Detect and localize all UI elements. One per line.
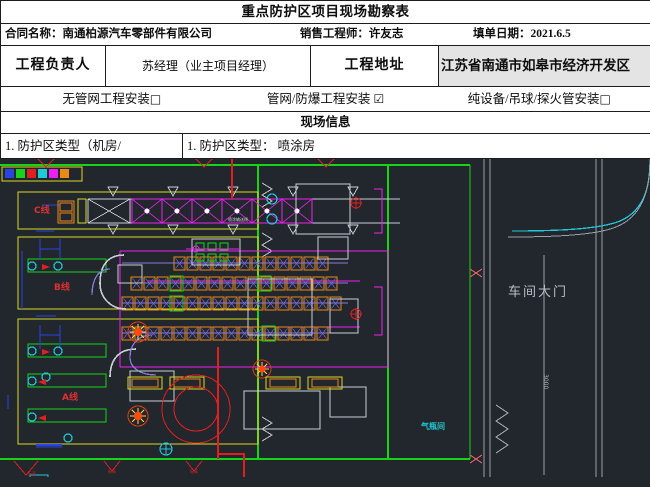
table-row-section-header: 现场信息 bbox=[0, 111, 650, 134]
checkbox-equipment-icon[interactable]: □ bbox=[599, 91, 611, 106]
contract-name-label: 合同名称： bbox=[5, 27, 63, 40]
install-option-no-pipe-label: 无管网工程安装 bbox=[62, 91, 150, 106]
table-row-install-options: 无管网工程安装□ 管网/防爆工程安装 ☑ 纯设备/吊球/探火管安装□ bbox=[0, 86, 650, 112]
fill-date: 填单日期：2021.6.5 bbox=[473, 28, 646, 42]
svg-text:标高: 标高 bbox=[28, 470, 36, 476]
manager-label: 工程负责人 bbox=[0, 45, 106, 87]
sales-engineer-value: 许友志 bbox=[368, 27, 404, 40]
zone-type-left: 1. 防护区类型（机房/ bbox=[0, 133, 183, 159]
svg-text:标高: 标高 bbox=[108, 468, 116, 474]
checkbox-pipe-explosion-icon[interactable]: ☑ bbox=[373, 91, 385, 106]
table-row-owner: 工程负责人 苏经理（业主项目经理） 工程地址 江苏省南通市如皋市经济开发区 bbox=[0, 45, 650, 87]
sales-engineer: 销售工程师：许友志 bbox=[300, 28, 473, 42]
table-row-zone-type: 1. 防护区类型（机房/ 1. 防护区类型： 喷涂房 bbox=[0, 133, 650, 159]
fill-date-label: 填单日期： bbox=[472, 27, 531, 40]
contract-name-value: 南通柏源汽车零部件有限公司 bbox=[62, 27, 213, 40]
install-option-equipment[interactable]: 纯设备/吊球/探火管安装□ bbox=[432, 92, 646, 107]
table-row-contract: 合同名称：南通柏源汽车零部件有限公司 销售工程师：许友志 填单日期：2021.6… bbox=[0, 23, 650, 46]
install-option-no-pipe[interactable]: 无管网工程安装□ bbox=[5, 92, 219, 107]
site-survey-table: 重点防护区项目现场勘察表 合同名称：南通柏源汽车零部件有限公司 销售工程师：许友… bbox=[0, 0, 650, 159]
contract-name: 合同名称：南通柏源汽车零部件有限公司 bbox=[5, 28, 300, 42]
manager-value: 苏经理（业主项目经理） bbox=[105, 45, 311, 87]
install-option-pipe-explosion-label: 管网/防爆工程安装 bbox=[266, 91, 371, 106]
zone-type-right-value: 喷涂房 bbox=[277, 138, 316, 153]
zone-type-right-label: 1. 防护区类型： bbox=[187, 138, 275, 153]
svg-text:标高: 标高 bbox=[190, 468, 198, 474]
checkbox-no-pipe-icon[interactable]: □ bbox=[149, 91, 162, 106]
sales-engineer-label: 销售工程师： bbox=[299, 27, 369, 40]
svg-text:喷涂输送线: 喷涂输送线 bbox=[228, 216, 248, 222]
cad-floor-plan[interactable]: 喷涂输送线 bbox=[0, 159, 650, 487]
install-option-equipment-label: 纯设备/吊球/探火管安装 bbox=[467, 91, 600, 106]
address-label: 工程地址 bbox=[310, 45, 439, 87]
fill-date-value: 2021.6.5 bbox=[530, 27, 571, 40]
section-header: 现场信息 bbox=[0, 111, 650, 134]
page-title: 重点防护区项目现场勘察表 bbox=[0, 0, 650, 24]
table-row-title: 重点防护区项目现场勘察表 bbox=[0, 0, 650, 24]
address-value: 江苏省南通市如皋市经济开发区 bbox=[437, 45, 650, 87]
install-option-pipe-explosion[interactable]: 管网/防爆工程安装 ☑ bbox=[219, 92, 433, 107]
